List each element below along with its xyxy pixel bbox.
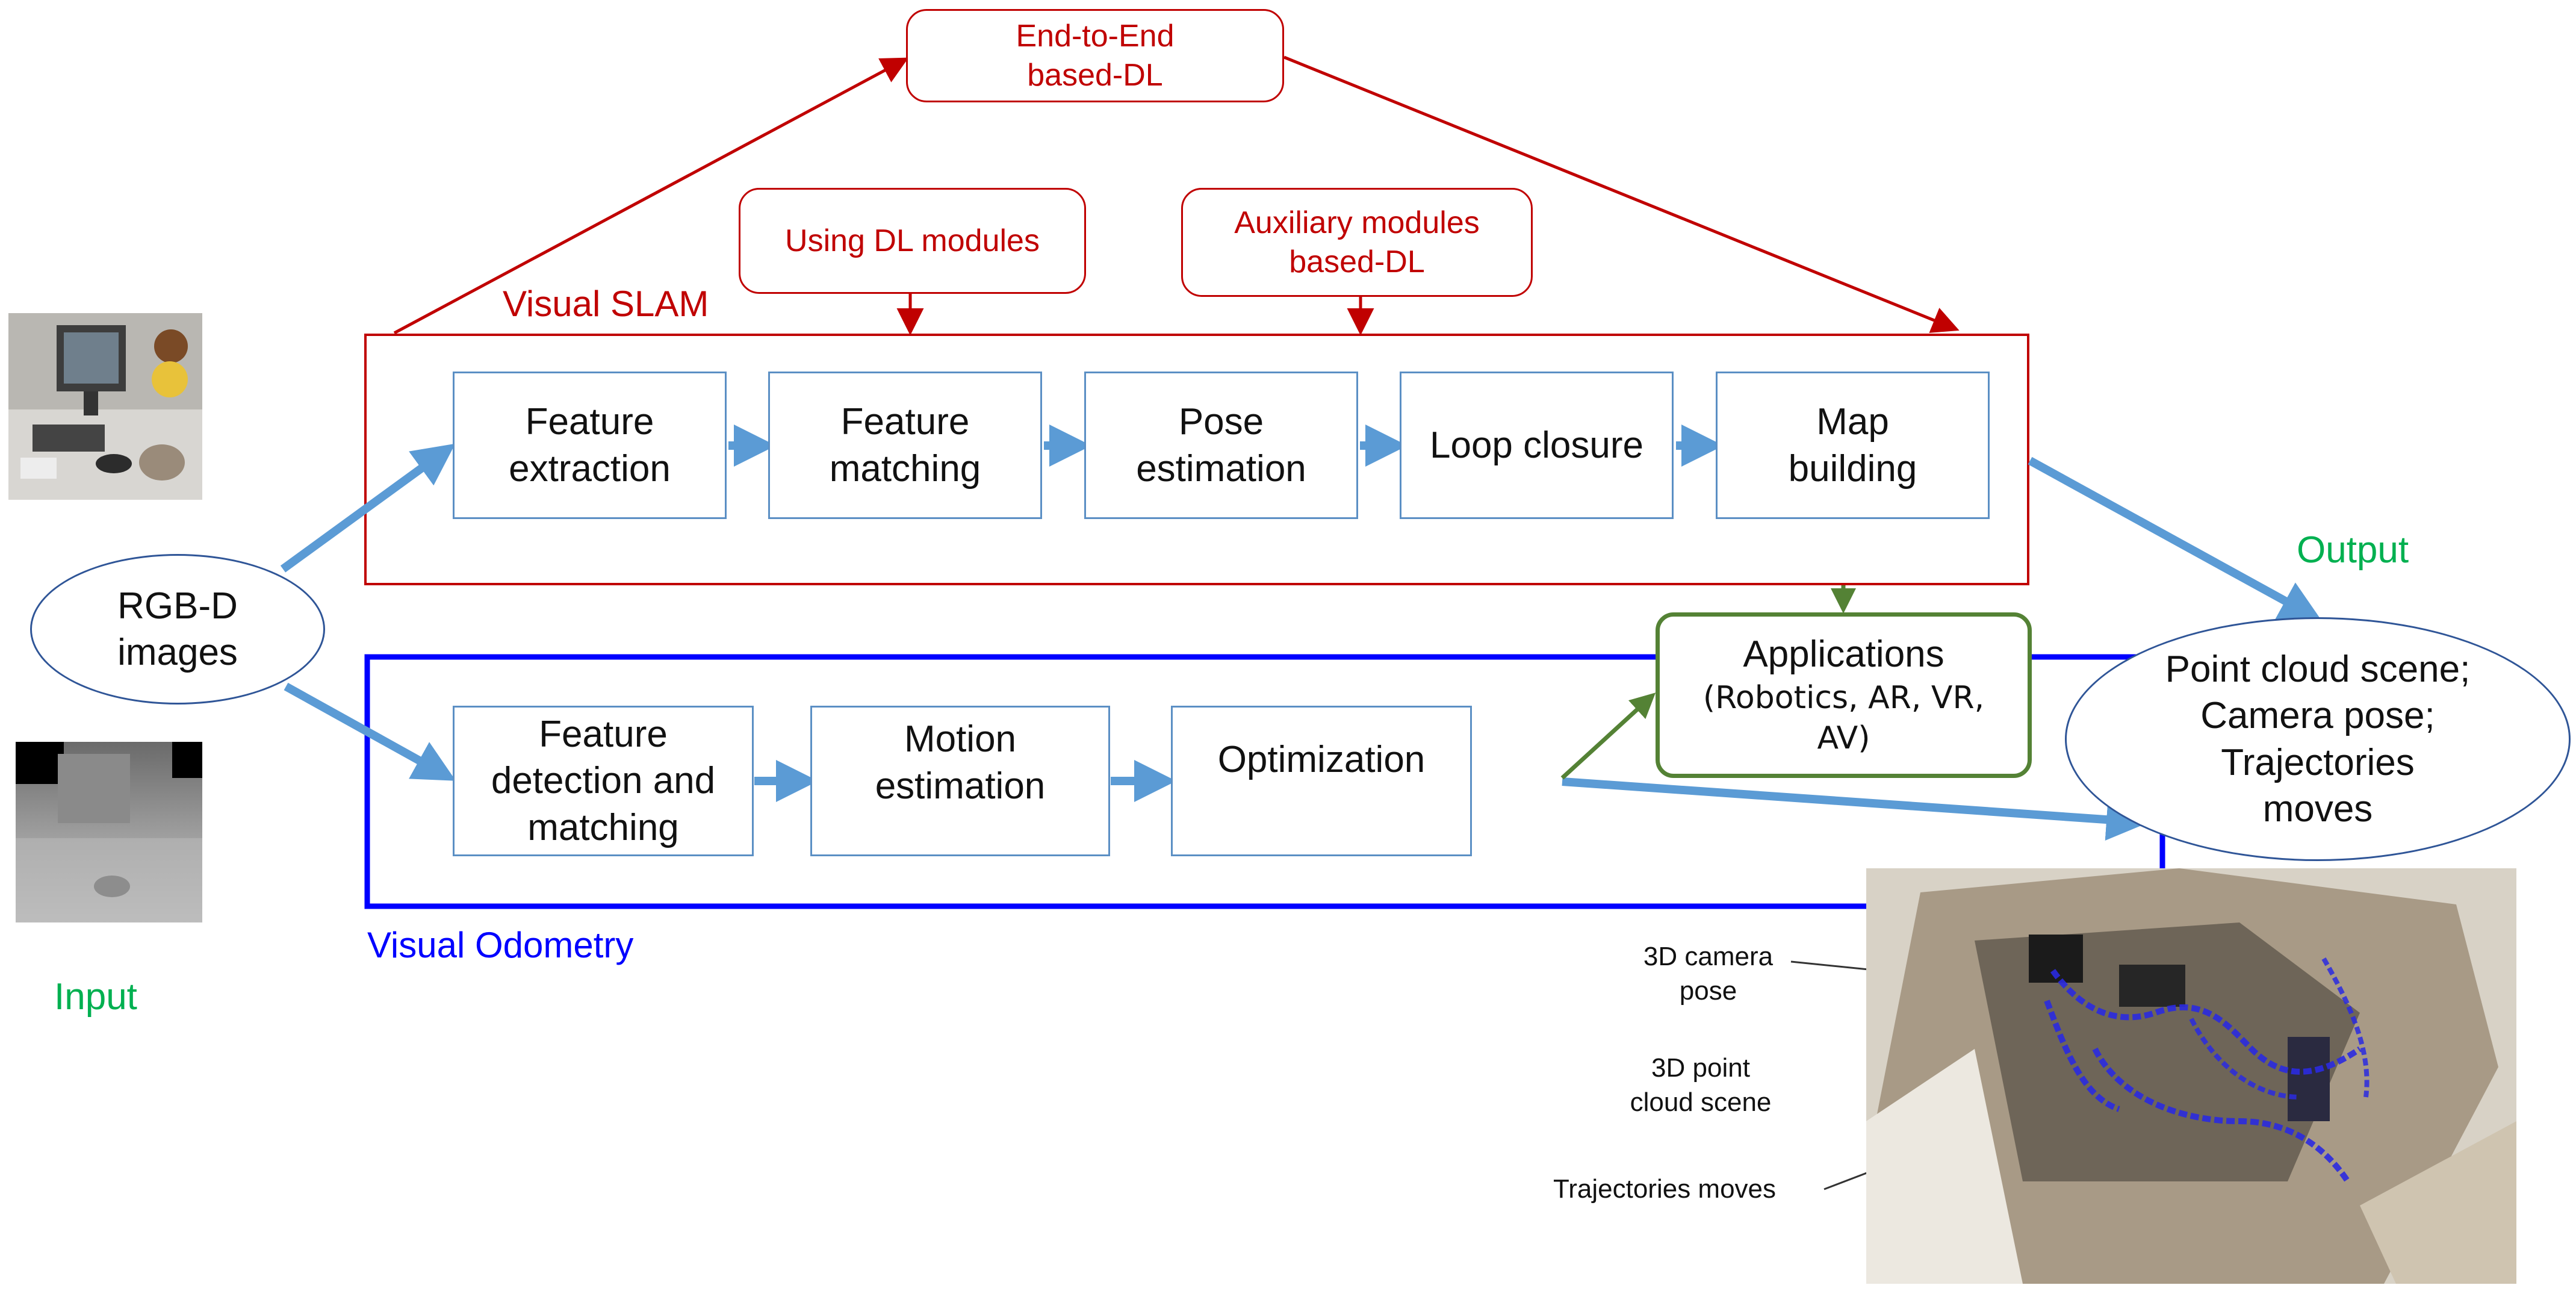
camera-pose-label: 3D camera pose xyxy=(1643,942,1774,1006)
arrow-input-to-odometry xyxy=(284,682,456,781)
rgb-image-thumbnail xyxy=(8,313,202,500)
applications-title: Applications xyxy=(1743,633,1944,676)
rgbd-images-label: RGB-D images xyxy=(117,585,238,674)
output-caption: Output xyxy=(2297,529,2409,571)
vo-step-label: Optimization xyxy=(1217,739,1426,780)
slam-step-label: Pose estimation xyxy=(1136,401,1306,490)
vo-step-label: Feature detection and matching xyxy=(491,713,716,848)
output-label: Point cloud scene; Camera pose; Trajecto… xyxy=(2165,648,2471,830)
arrow-slam-to-endtoend xyxy=(393,57,909,335)
trajectories-label: Trajectories moves xyxy=(1553,1174,1777,1204)
visual-slam-frame xyxy=(364,334,2029,585)
slam-step-pose-estimation: Pose estimation xyxy=(1084,372,1358,519)
arrow-vo-to-applications xyxy=(1560,692,1656,780)
vo-step-motion-estimation: Motion estimation xyxy=(810,706,1110,856)
vo-step-feature-detection: Feature detection and matching xyxy=(453,706,754,856)
end-to-end-box: End-to-End based-DL xyxy=(906,9,1284,102)
slam-step-map-building: Map building xyxy=(1716,372,1990,519)
arrow-slam-to-output xyxy=(2028,456,2323,621)
using-dl-box: Using DL modules xyxy=(739,188,1086,294)
auxiliary-label: Auxiliary modules based-DL xyxy=(1234,205,1480,279)
vo-step-label: Motion estimation xyxy=(875,718,1046,807)
end-to-end-label: End-to-End based-DL xyxy=(1016,18,1175,93)
visual-slam-title: Visual SLAM xyxy=(503,284,709,324)
slam-step-label: Feature extraction xyxy=(509,401,671,490)
rgbd-images-node: RGB-D images xyxy=(30,554,325,705)
applications-detail: (Robotics, AR, VR, AV) xyxy=(1702,679,1985,757)
output-node: Point cloud scene; Camera pose; Trajecto… xyxy=(2065,617,2571,861)
slam-step-label: Loop closure xyxy=(1429,424,1644,466)
auxiliary-box: Auxiliary modules based-DL xyxy=(1181,188,1533,297)
slam-step-loop-closure: Loop closure xyxy=(1400,372,1674,519)
depth-image-thumbnail xyxy=(16,742,202,922)
input-caption: Input xyxy=(54,976,137,1018)
applications-box: Applications (Robotics, AR, VR, AV) xyxy=(1656,612,2032,778)
point-cloud-label: 3D point cloud scene xyxy=(1630,1053,1772,1118)
arrow-vo-to-output xyxy=(1562,777,2149,841)
slam-step-label: Map building xyxy=(1788,401,1917,490)
point-cloud-scene-image xyxy=(1866,868,2516,1284)
visual-odometry-title: Visual Odometry xyxy=(367,925,634,965)
slam-step-feature-matching: Feature matching xyxy=(768,372,1042,519)
using-dl-label: Using DL modules xyxy=(785,223,1040,258)
arrow-input-to-slam xyxy=(280,443,456,573)
arrow-endtoend-to-map xyxy=(1283,55,1960,333)
slam-step-feature-extraction: Feature extraction xyxy=(453,372,727,519)
vo-step-optimization: Optimization xyxy=(1171,706,1472,856)
slam-step-label: Feature matching xyxy=(829,401,981,490)
